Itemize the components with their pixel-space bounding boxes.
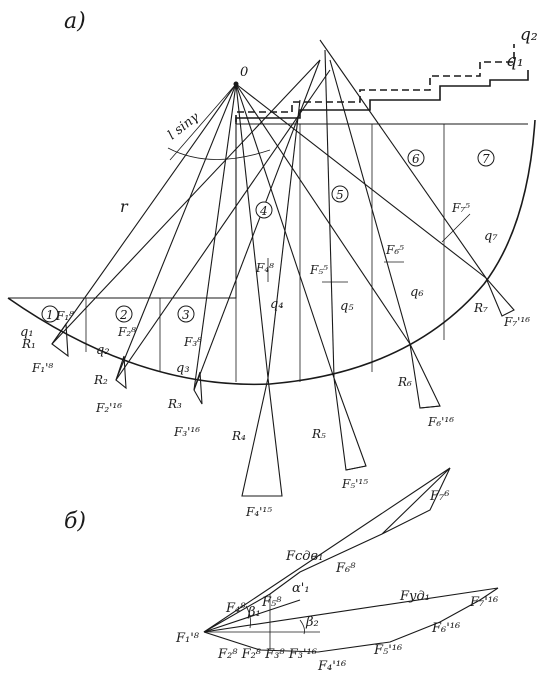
load-q2-diagram bbox=[235, 44, 515, 122]
svg-text:F₂⁸: F₂⁸ bbox=[117, 325, 136, 339]
svg-text:R₄: R₄ bbox=[231, 429, 246, 443]
load-q2-label: q₂ bbox=[520, 25, 538, 45]
svg-text:F₂'¹⁶: F₂'¹⁶ bbox=[95, 401, 122, 415]
svg-text:F₅⁸: F₅⁸ bbox=[261, 595, 282, 610]
force-lines bbox=[51, 39, 487, 391]
svg-text:F₅⁵: F₅⁵ bbox=[309, 263, 328, 277]
slice-dividers bbox=[85, 124, 445, 382]
panel-a: а) q₂ q₁ 0 bbox=[7, 9, 538, 519]
panel-b-labels: Fсдв₁ F₇⁶ F₆⁸ Fуд₁ α'₁ F₄⁸ F₅⁸ β₂ β₁ F₇'… bbox=[175, 489, 498, 674]
svg-text:R₆: R₆ bbox=[397, 375, 412, 389]
lower-force-polygon bbox=[203, 587, 499, 653]
svg-text:Fуд₁: Fуд₁ bbox=[399, 589, 430, 604]
svg-text:F₇'¹⁶: F₇'¹⁶ bbox=[469, 595, 498, 610]
svg-text:R₃: R₃ bbox=[167, 397, 182, 411]
load-q1-label: q₁ bbox=[506, 51, 524, 71]
svg-text:q₆: q₆ bbox=[410, 285, 424, 300]
svg-text:2: 2 bbox=[119, 308, 128, 322]
svg-text:F₁⁸: F₁⁸ bbox=[55, 309, 74, 323]
radius-lines bbox=[51, 83, 487, 391]
angle-arc-b1 bbox=[245, 605, 251, 629]
svg-text:6: 6 bbox=[412, 152, 420, 166]
svg-text:F₇⁵: F₇⁵ bbox=[451, 201, 470, 215]
svg-text:F₁'⁸: F₁'⁸ bbox=[31, 361, 53, 375]
slope-surface bbox=[8, 123, 528, 299]
svg-text:β₂: β₂ bbox=[305, 615, 319, 630]
svg-text:F₄⁸: F₄⁸ bbox=[225, 601, 246, 616]
svg-text:F₆⁵: F₆⁵ bbox=[385, 243, 404, 257]
angle-arc bbox=[167, 147, 271, 160]
bottom-force-labels: F₁'⁸ F₂'¹⁶ F₃'¹⁶ F₄'¹⁵ F₅'¹⁵ F₆'¹⁶ F₇'¹⁶ bbox=[31, 315, 530, 519]
svg-text:R₅: R₅ bbox=[311, 427, 326, 441]
svg-text:q₂: q₂ bbox=[96, 343, 110, 358]
svg-text:F₆'¹⁶: F₆'¹⁶ bbox=[431, 621, 460, 636]
svg-text:F₃'¹⁶: F₃'¹⁶ bbox=[173, 425, 200, 439]
svg-text:F₃⁸: F₃⁸ bbox=[183, 335, 202, 349]
reaction-labels: R₁ R₂ R₃ R₄ R₅ R₆ R₇ bbox=[21, 301, 488, 443]
svg-text:F₄⁸: F₄⁸ bbox=[255, 261, 274, 275]
svg-text:q₄: q₄ bbox=[270, 297, 284, 312]
mid-line bbox=[203, 599, 301, 633]
center-label: 0 bbox=[240, 65, 248, 80]
svg-text:F₆⁸: F₆⁸ bbox=[335, 561, 356, 576]
svg-text:F₆'¹⁶: F₆'¹⁶ bbox=[427, 415, 454, 429]
svg-text:F₅'¹⁵: F₅'¹⁵ bbox=[341, 477, 368, 491]
fsdv-line bbox=[203, 467, 451, 633]
fud-line bbox=[203, 587, 499, 633]
upper-force-arrows bbox=[267, 213, 471, 283]
svg-text:q₅: q₅ bbox=[340, 299, 354, 314]
svg-text:F₅'¹⁶: F₅'¹⁶ bbox=[373, 643, 402, 658]
svg-text:F₂⁸ F₂⁸ F₃⁸ F₃'¹⁶: F₂⁸ F₂⁸ F₃⁸ F₃'¹⁶ bbox=[217, 647, 317, 662]
top-force-labels: F₁⁸ F₂⁸ F₃⁸ F₄⁸ F₅⁵ F₆⁵ F₇⁵ bbox=[55, 201, 470, 349]
svg-text:1: 1 bbox=[46, 308, 54, 322]
slice-numbers: 1 2 3 4 5 6 7 bbox=[41, 149, 495, 323]
radius-label: r bbox=[120, 197, 129, 216]
svg-text:q₁: q₁ bbox=[20, 325, 34, 340]
svg-text:4: 4 bbox=[259, 204, 268, 218]
svg-text:R₇: R₇ bbox=[473, 301, 488, 315]
svg-text:3: 3 bbox=[182, 308, 190, 322]
svg-text:7: 7 bbox=[482, 152, 490, 166]
svg-text:Fсдв₁: Fсдв₁ bbox=[285, 549, 323, 564]
arm-label: l sinγ bbox=[165, 109, 202, 143]
svg-text:q₃: q₃ bbox=[176, 361, 190, 376]
svg-text:α'₁: α'₁ bbox=[292, 581, 310, 596]
svg-text:F₄'¹⁶: F₄'¹⁶ bbox=[317, 659, 346, 674]
load-q1-diagram bbox=[235, 70, 529, 124]
svg-text:F₇'¹⁶: F₇'¹⁶ bbox=[503, 315, 530, 329]
slip-arc bbox=[7, 119, 536, 386]
svg-text:F₇⁶: F₇⁶ bbox=[429, 489, 449, 504]
svg-text:q₇: q₇ bbox=[484, 229, 498, 244]
angle-arc-b2 bbox=[299, 619, 305, 635]
panel-a-label: а) bbox=[64, 9, 86, 34]
weight-labels: q₁ q₂ q₃ q₄ q₅ q₆ q₇ bbox=[20, 229, 498, 376]
svg-text:F₁'⁸: F₁'⁸ bbox=[175, 631, 200, 646]
svg-text:β₁: β₁ bbox=[247, 605, 261, 620]
svg-text:F₄'¹⁵: F₄'¹⁵ bbox=[245, 505, 272, 519]
slice-force-triangles bbox=[51, 277, 515, 497]
panel-b-label: б) bbox=[64, 509, 86, 534]
svg-text:R₁: R₁ bbox=[21, 337, 36, 351]
svg-text:R₂: R₂ bbox=[93, 373, 108, 387]
panel-b: б) Fсдв₁ F₇⁶ F₆⁸ Fуд₁ α'₁ F₄⁸ F₅⁸ β₂ β₁ … bbox=[64, 467, 499, 674]
svg-text:5: 5 bbox=[336, 188, 344, 202]
